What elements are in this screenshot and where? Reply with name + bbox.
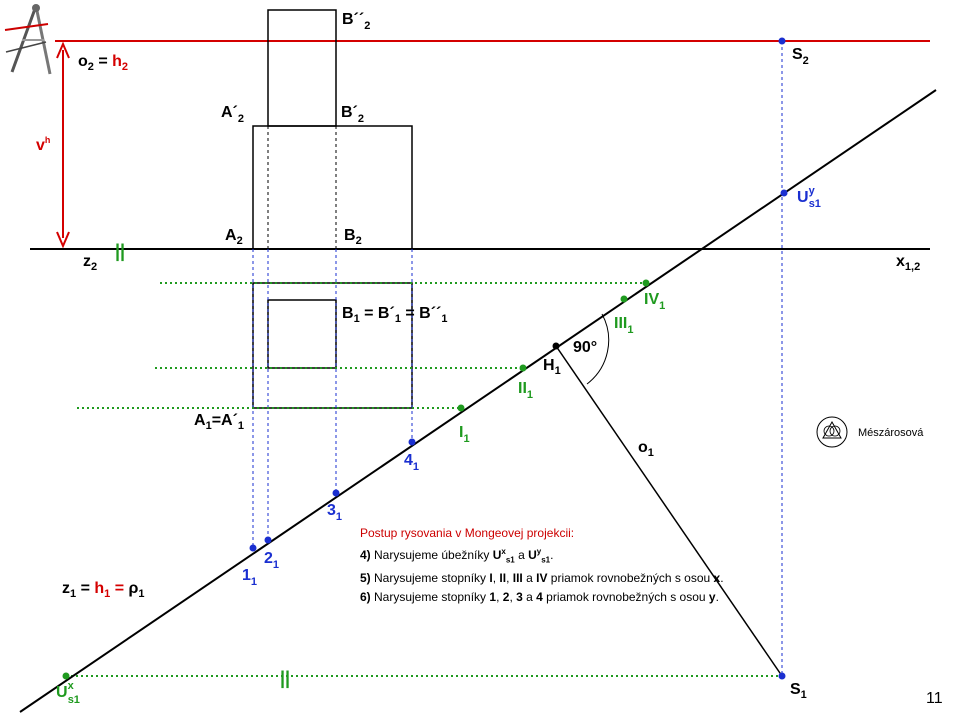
label-b2p: B´2 [341, 104, 364, 125]
point-iv1 [642, 279, 650, 287]
right-angle-arc [586, 313, 610, 385]
label-i1: I1 [459, 424, 470, 445]
front-top-rect [267, 9, 337, 127]
point-s2 [778, 37, 786, 45]
label-a2p: A´2 [221, 104, 244, 125]
point-h1 [552, 342, 560, 350]
point-31 [332, 489, 340, 497]
point-iii1 [620, 295, 628, 303]
label-z2: z2 [83, 253, 97, 273]
points [62, 37, 788, 680]
label-z1-h1-rho1: z1 = h1 = ρ1 [62, 580, 145, 600]
point-11 [249, 544, 257, 552]
note-title: Postup rysovania v Mongeovej projekcii: [360, 526, 575, 540]
label-x12: x1,2 [896, 253, 920, 273]
label-o2-h2: o2 = h2 [78, 53, 128, 73]
point-s1 [778, 672, 786, 680]
compass-logo-icon [4, 4, 52, 75]
point-uxs1 [62, 672, 70, 680]
point-ii1 [519, 364, 527, 372]
label-21: 21 [264, 550, 279, 571]
point-41 [408, 438, 416, 446]
blue-ordinal-lines [252, 41, 783, 676]
front-dashed-lines [252, 126, 337, 249]
label-b2pp: B´´2 [342, 11, 370, 32]
label-h1: H1 [543, 357, 561, 377]
author-logo-icon [816, 416, 848, 448]
label-iv1: IV1 [644, 291, 665, 312]
label-b1: B1 = B´1 = B´´1 [342, 305, 448, 325]
label-a1: A1=A´1 [194, 412, 244, 432]
parallel-mark: || [115, 241, 125, 261]
label-s2: S2 [792, 46, 809, 67]
label-b2: B2 [344, 227, 362, 247]
label-iii1: III1 [614, 315, 633, 336]
top-outer-rect [252, 282, 413, 409]
page-number: 11 [926, 690, 943, 707]
label-s1: S1 [790, 681, 807, 701]
note-line-5: 5) Narysujeme stopníky I, II, III a IV p… [360, 571, 724, 586]
green-dotted-lines [66, 282, 782, 677]
label-41: 41 [404, 452, 419, 473]
top-inner-rect [267, 299, 337, 369]
parallel-mark-bottom: || [280, 668, 290, 688]
label-o1: o1 [638, 439, 654, 459]
vh-arrow [56, 41, 70, 249]
o1-line [555, 345, 783, 677]
point-uys1 [780, 189, 788, 197]
point-21 [264, 536, 272, 544]
label-11: 11 [242, 567, 257, 588]
point-i1 [457, 404, 465, 412]
label-90deg: 90° [573, 339, 597, 356]
label-a2: A2 [225, 227, 243, 247]
label-vh: vh [36, 135, 50, 154]
procedure-note: Postup rysovania v Mongeovej projekcii: … [360, 524, 880, 606]
note-line-6: 6) Narysujeme stopníky 1, 2, 3 a 4 priam… [360, 589, 719, 604]
label-31: 31 [327, 502, 342, 523]
label-ii1: II1 [518, 380, 533, 401]
front-bottom-rect [252, 125, 413, 250]
z1-diagonal-line [19, 89, 937, 713]
note-line-4: 4) Narysujeme úbežníky Uxs1 a Uys1. [360, 546, 554, 564]
author-name: Mészárosová [858, 427, 924, 439]
